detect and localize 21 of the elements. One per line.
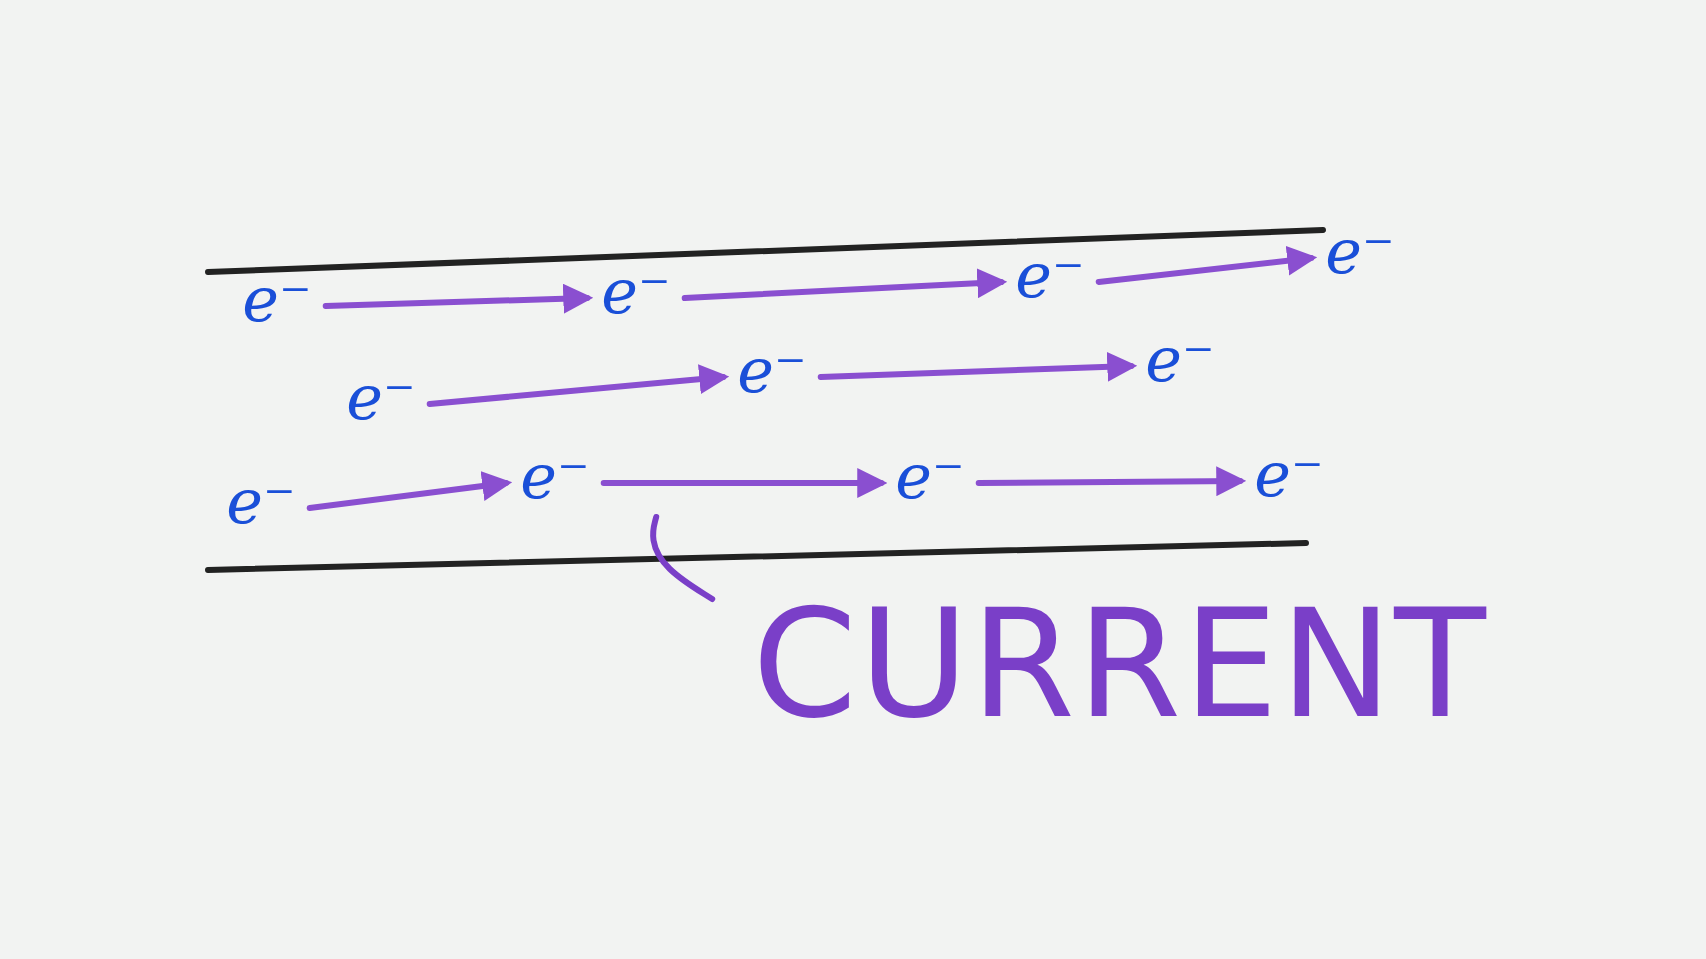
electron-label: e⁻	[1254, 444, 1324, 506]
arrow	[600, 468, 888, 498]
arrow	[1095, 245, 1318, 285]
arrow	[322, 283, 594, 314]
electron-label: e⁻	[242, 269, 312, 331]
arrow	[975, 466, 1247, 497]
current-label: CURRENT	[752, 589, 1488, 739]
leader-line	[650, 514, 716, 602]
arrow	[817, 351, 1138, 382]
electron-label: e⁻	[226, 471, 296, 533]
electron-label: e⁻	[1145, 329, 1215, 391]
electron-label: e⁻	[346, 367, 416, 429]
electron-label: e⁻	[1015, 245, 1085, 307]
arrow	[426, 364, 730, 407]
electron-label: e⁻	[520, 446, 590, 508]
electron-label: e⁻	[895, 446, 965, 508]
electron-label: e⁻	[601, 261, 671, 323]
arrow	[306, 471, 513, 511]
arrow	[681, 268, 1008, 301]
electron-label: e⁻	[737, 340, 807, 402]
electron-label: e⁻	[1325, 221, 1395, 283]
